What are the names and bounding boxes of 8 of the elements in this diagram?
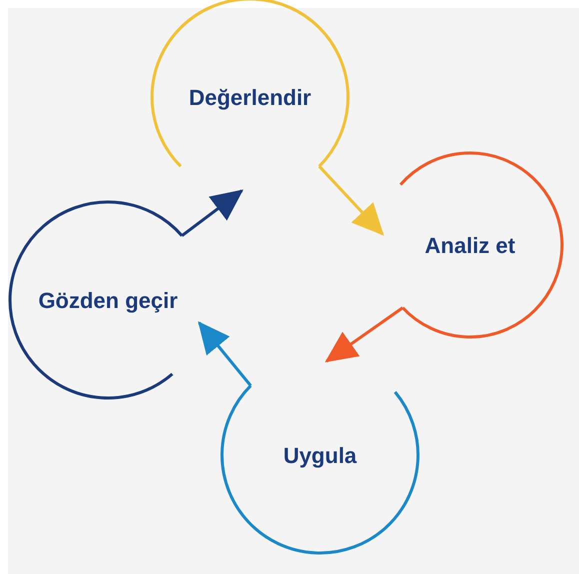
step-label: Gözden geçir [38,286,178,315]
arrow [324,306,404,362]
step-label: Analiz et [424,232,516,260]
arrow [318,165,384,236]
step-label: Uygula [283,442,357,470]
step-label: Değerlendir [188,84,312,112]
arrow [181,189,244,237]
arrow [198,321,252,387]
